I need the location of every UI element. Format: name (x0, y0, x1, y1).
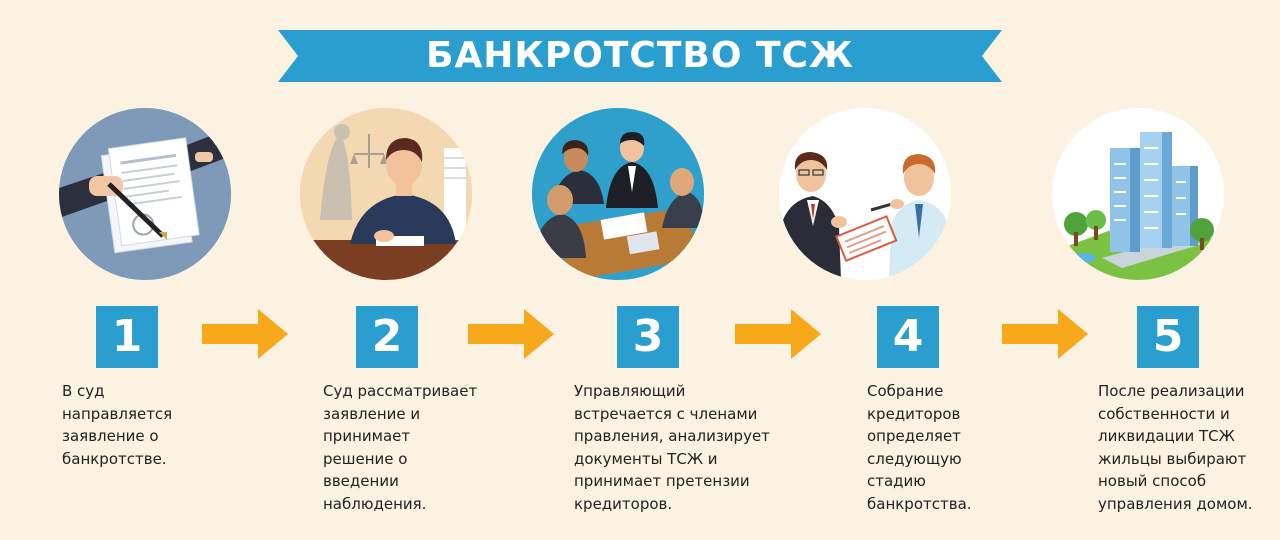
arrow-right-icon (1002, 309, 1088, 359)
page-title: БАНКРОТСТВО ТСЖ (426, 35, 854, 76)
meeting-icon (532, 108, 704, 280)
step-4-number: 4 (877, 306, 939, 368)
step-2-number: 2 (356, 306, 418, 368)
step-3-illustration (532, 108, 704, 280)
step-5-illustration (1052, 108, 1224, 280)
step-4-description: Собрание кредиторов определяет следующую… (867, 382, 972, 513)
step-5-description: После реализации собственности и ликвида… (1098, 382, 1253, 513)
step-2-illustration (300, 108, 472, 280)
creditors-meeting-icon (779, 108, 951, 280)
step-2-description: Суд рассматривает заявление и принимает … (323, 382, 478, 513)
apartment-buildings-icon (1052, 108, 1224, 280)
arrow-right-icon (468, 309, 554, 359)
title-banner: БАНКРОТСТВО ТСЖ (278, 30, 1002, 82)
step-5-number: 5 (1137, 306, 1199, 368)
documents-signing-icon (59, 108, 231, 280)
step-4-illustration (779, 108, 951, 280)
step-1-number: 1 (96, 306, 158, 368)
arrow-right-icon (202, 309, 288, 359)
step-3-description: Управляющий встречается с членами правле… (574, 382, 770, 513)
step-3-number: 3 (617, 306, 679, 368)
court-judge-icon (300, 108, 472, 280)
step-1-illustration (59, 108, 231, 280)
step-1-description: В суд направляется заявление о банкротст… (62, 382, 173, 468)
banner-ribbon-shape (278, 30, 1002, 82)
arrow-right-icon (735, 309, 821, 359)
